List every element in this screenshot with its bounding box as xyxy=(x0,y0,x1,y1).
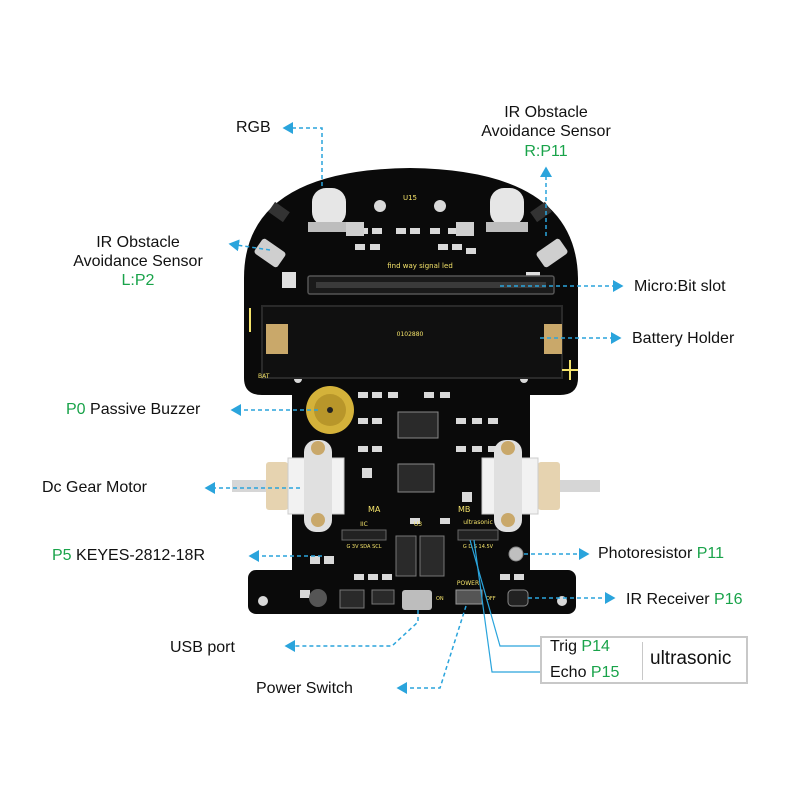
label-power-switch: Power Switch xyxy=(256,680,353,697)
label-echo-pin: P15 xyxy=(590,664,620,681)
label-trig-pin: P14 xyxy=(581,638,610,655)
silk-signal: find way signal led xyxy=(387,262,453,270)
label-trig: Trig P14 xyxy=(550,638,610,656)
silk-bat: BAT xyxy=(258,373,270,380)
label-ir-receiver: IR Receiver P16 xyxy=(626,591,743,609)
label-buzzer-pin: P0 xyxy=(66,401,86,418)
label-ir-left-line2: Avoidance Sensor xyxy=(73,253,203,270)
smd-components xyxy=(300,392,524,598)
label-rgb-strip: P5 KEYES-2812-18R xyxy=(52,547,205,565)
silk-u15: U15 xyxy=(403,194,417,202)
label-led-pin: P5 xyxy=(52,547,72,564)
silk-on: ON xyxy=(436,596,444,602)
passive-buzzer xyxy=(306,386,354,434)
silk-iic-pins: G 3V SDA SCL xyxy=(346,544,381,550)
label-led-text: KEYES-2812-18R xyxy=(76,547,205,564)
chips xyxy=(395,411,445,577)
silk-iic: IIC xyxy=(360,521,368,528)
callout-arrows xyxy=(204,122,624,694)
bottom-components: POWER ON OFF xyxy=(309,580,496,610)
label-photo-pin: P11 xyxy=(696,545,724,562)
label-ir-right-pin: R:P11 xyxy=(524,143,568,160)
silk-off: OFF xyxy=(486,596,496,602)
rgb-led-left xyxy=(308,188,350,232)
label-ir-left-pin: L:P2 xyxy=(121,272,155,289)
label-photo-text: Photoresistor xyxy=(598,545,693,562)
motor-ma-silk: MA MB xyxy=(368,505,470,514)
ultrasonic-divider xyxy=(642,642,643,680)
label-buzzer: P0 Passive Buzzer xyxy=(66,401,200,419)
gear-motor-left xyxy=(232,440,345,532)
silk-battery-id: 0102880 xyxy=(397,331,424,338)
label-rgb: RGB xyxy=(236,119,271,136)
label-trig-text: Trig xyxy=(550,638,577,655)
ir-receiver xyxy=(507,589,529,607)
ultrasonic-lines xyxy=(469,539,542,673)
label-microbit-slot: Micro:Bit slot xyxy=(634,278,726,295)
silk-power: POWER xyxy=(457,580,479,587)
rgb-led-right xyxy=(486,188,528,232)
label-ir-left-line1: IR Obstacle xyxy=(96,234,180,251)
silk-ma: MA xyxy=(368,505,381,514)
microbit-slot xyxy=(307,275,555,295)
label-ultrasonic: ultrasonic xyxy=(650,648,732,669)
label-ir-right-line1: IR Obstacle xyxy=(504,104,588,121)
battery-holder: 0102880 BAT xyxy=(249,305,578,380)
silk-ultrasonic: ultrasonic xyxy=(463,519,493,526)
ultrasonic-box xyxy=(540,636,748,684)
top-components xyxy=(282,222,540,288)
silk-ultra-pins: G D S 14.5V xyxy=(463,544,494,550)
headers: IIC G 3V SDA SCL ultrasonic G D S 14.5V … xyxy=(341,519,499,550)
label-ir-rx-pin: P16 xyxy=(714,591,743,608)
label-echo-text: Echo xyxy=(550,664,587,681)
label-buzzer-text: Passive Buzzer xyxy=(90,401,201,418)
ir-sensor-left xyxy=(254,201,290,268)
label-ir-rx-text: IR Receiver xyxy=(626,591,710,608)
photoresistor xyxy=(508,546,524,562)
label-photoresistor: Photoresistor P11 xyxy=(598,545,724,563)
silk-mb: MB xyxy=(458,505,470,514)
label-ir-right-line2: Avoidance Sensor xyxy=(481,123,611,140)
label-battery-holder: Battery Holder xyxy=(632,330,735,347)
label-usb-port: USB port xyxy=(170,639,235,656)
silk-u3: U3 xyxy=(414,521,422,528)
label-echo: Echo P15 xyxy=(550,664,619,682)
label-gear-motor: Dc Gear Motor xyxy=(42,479,147,496)
gear-motor-right xyxy=(481,440,600,532)
